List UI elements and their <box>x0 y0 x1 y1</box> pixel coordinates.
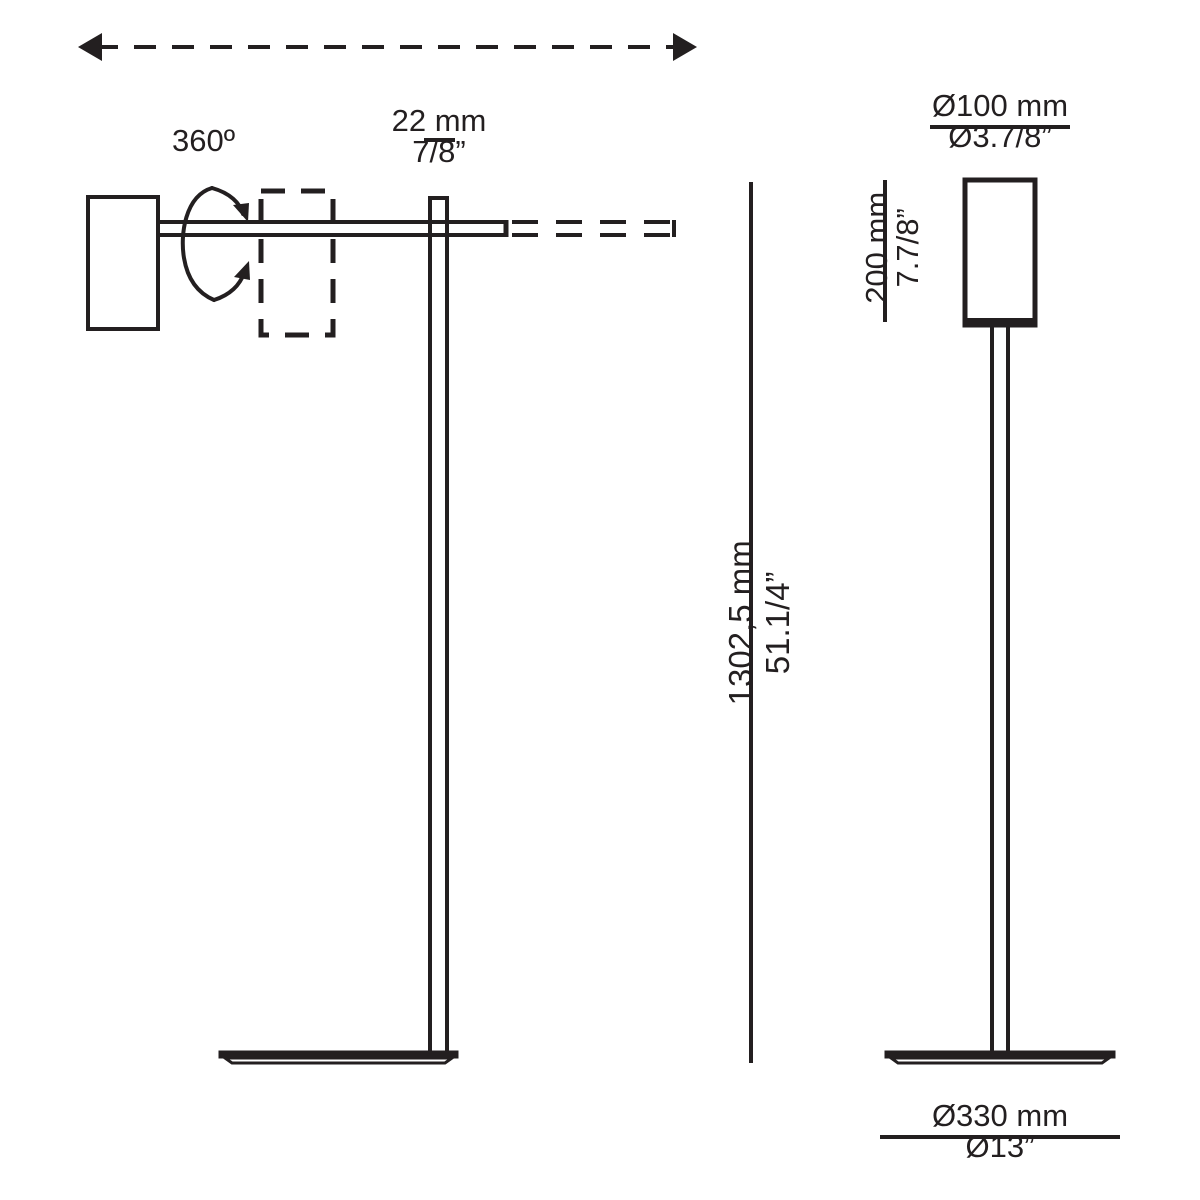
adjustable-head-phantom-outline <box>258 188 336 338</box>
arm-phantom-extension <box>512 220 676 237</box>
base-diameter-label: Ø330 mm Ø13” <box>870 1100 1130 1162</box>
shade-bottom-rim <box>967 318 1033 325</box>
shade-diameter-metric: Ø100 mm <box>931 88 1069 123</box>
arm-thickness-label: 22 mm 7/8” <box>334 105 544 167</box>
wall-mount-box <box>86 195 160 331</box>
vertical-post-front <box>990 325 1010 1052</box>
total-height-metric: 1302,5 mm <box>722 540 760 706</box>
top-span-left-arrowhead <box>78 33 102 61</box>
side-elevation-view <box>86 186 676 1065</box>
arm-thickness-metric: 22 mm <box>391 103 487 138</box>
shade-diameter-imperial: Ø3.7/8” <box>948 119 1052 154</box>
rotation-arrowhead-bottom <box>234 261 250 280</box>
shade-height-metric: 200 mm <box>859 191 895 304</box>
top-span-dimension-line <box>78 33 697 61</box>
base-plate-front <box>884 1050 1116 1065</box>
rotation-label: 360º <box>172 123 236 158</box>
base-diameter-imperial: Ø13” <box>965 1129 1035 1164</box>
arm-thickness-imperial: 7/8” <box>412 134 466 169</box>
rotation-arc-left <box>180 186 216 302</box>
total-height-imperial: 51.1/4” <box>759 571 797 675</box>
base-plate-chamfer <box>220 1056 457 1065</box>
base-diameter-metric: Ø330 mm <box>931 1098 1069 1133</box>
cylindrical-shade <box>962 177 1038 328</box>
shade-height-imperial: 7.7/8” <box>890 208 926 288</box>
shade-diameter-label: Ø100 mm Ø3.7/8” <box>870 90 1130 152</box>
base-plate-side <box>218 1050 459 1065</box>
top-span-right-arrowhead <box>673 33 697 61</box>
front-elevation-view <box>884 177 1116 1065</box>
vertical-post-side <box>428 196 449 1052</box>
base-plate-front-chamfer <box>886 1056 1114 1065</box>
rotation-arrowhead-top <box>233 203 249 222</box>
